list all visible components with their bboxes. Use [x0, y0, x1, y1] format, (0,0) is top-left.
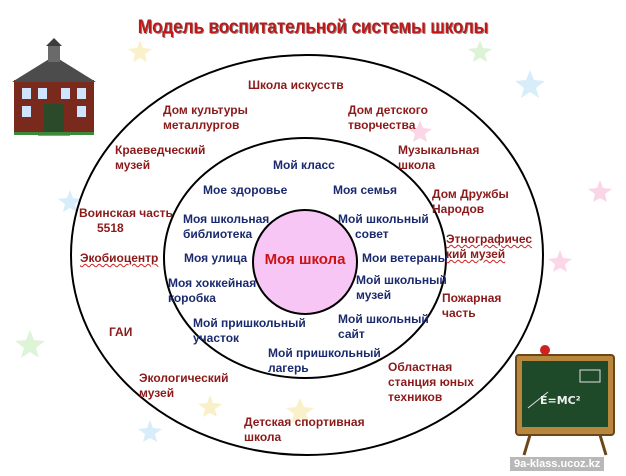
school-building-icon	[12, 38, 96, 136]
outer-ring	[70, 54, 544, 456]
star-decoration	[198, 395, 222, 417]
inner-ring	[163, 137, 447, 379]
site-watermark[interactable]: 9a-klass.ucoz.kz	[510, 457, 605, 471]
star-decoration	[408, 120, 432, 142]
star-decoration	[58, 190, 82, 212]
center-circle	[252, 209, 358, 315]
star-decoration	[128, 40, 152, 62]
star-decoration	[286, 398, 314, 424]
outer-label-art-school: Школа искусств	[248, 78, 344, 92]
star-decoration	[15, 330, 45, 358]
inner-label-my-family: Моя семья	[333, 183, 397, 197]
chalkboard-formula: E=MC²	[540, 394, 581, 407]
background-stars	[15, 40, 612, 442]
center-label-my-school: Моя школа	[264, 251, 346, 268]
outer-label-traffic-police: ГАИ	[109, 325, 133, 339]
diagram-title: Модель воспитательной системы школы	[137, 17, 489, 38]
inner-label-my-class: Мой класс	[273, 158, 335, 172]
star-decoration	[515, 70, 545, 98]
inner-label-my-health: Мое здоровье	[203, 183, 288, 197]
star-decoration	[588, 180, 612, 202]
star-decoration	[468, 40, 492, 62]
outer-label-ecobiocenter: Экобиоцентр	[80, 251, 159, 265]
star-decoration	[138, 420, 162, 442]
star-decoration	[548, 250, 572, 272]
inner-label-my-street: Моя улица	[184, 251, 248, 265]
inner-label-veterans: Мои ветераны	[362, 251, 448, 265]
chalkboard-icon: E=MC²	[515, 345, 615, 456]
